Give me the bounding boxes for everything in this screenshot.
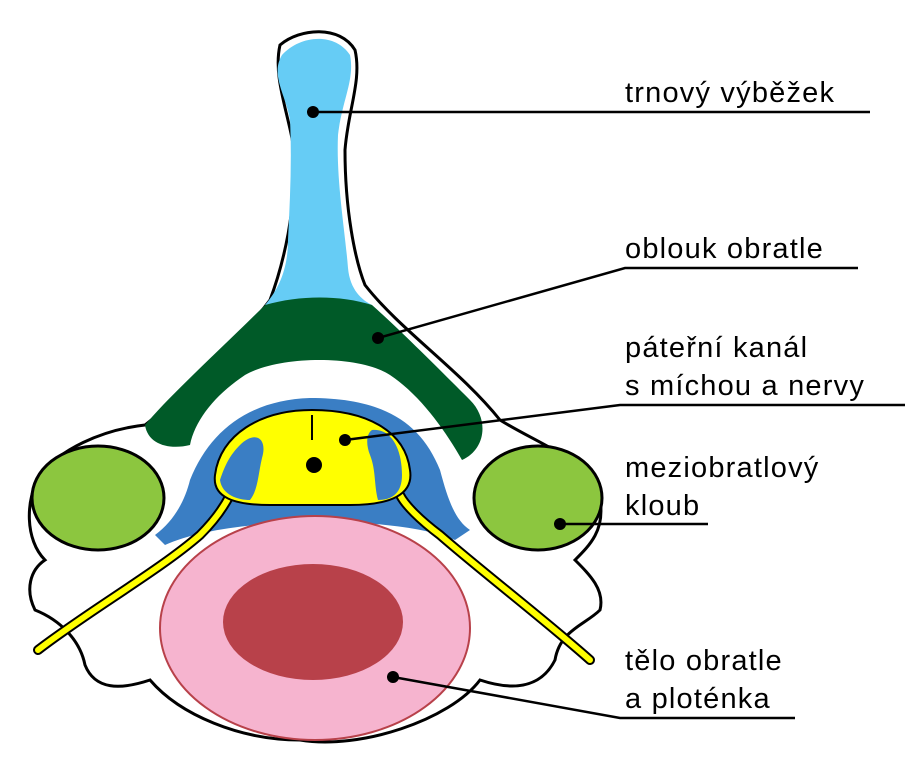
leader-lines	[313, 110, 905, 720]
left-facet-joint	[30, 444, 166, 552]
leader-dots	[307, 106, 566, 683]
label-vertebral-body-1: tělo obratle	[625, 645, 783, 677]
label-facet-joint-1: meziobratlový	[625, 452, 820, 484]
right-horn	[367, 429, 402, 500]
label-facet-joint-2: kloub	[625, 490, 701, 522]
right-facet-joint	[472, 444, 604, 552]
label-vertebral-arch: oblouk obratle	[625, 233, 824, 265]
spinous-process-shape	[265, 38, 372, 306]
vertebral-arch-shape	[145, 297, 483, 460]
left-horn	[220, 437, 264, 500]
label-vertebral-body-2: a ploténka	[625, 683, 771, 715]
leader-vertebral-arch	[377, 266, 858, 340]
label-spinal-canal-1: páteřní kanál	[625, 332, 809, 364]
leader-vertebral-body	[392, 675, 795, 720]
label-spinous-process: trnový výběžek	[625, 77, 836, 109]
label-spinal-canal-2: s míchou a nervy	[625, 370, 866, 402]
leader-spinal-canal	[344, 403, 905, 442]
central-canal	[306, 457, 322, 473]
disc-nucleus	[223, 564, 403, 680]
